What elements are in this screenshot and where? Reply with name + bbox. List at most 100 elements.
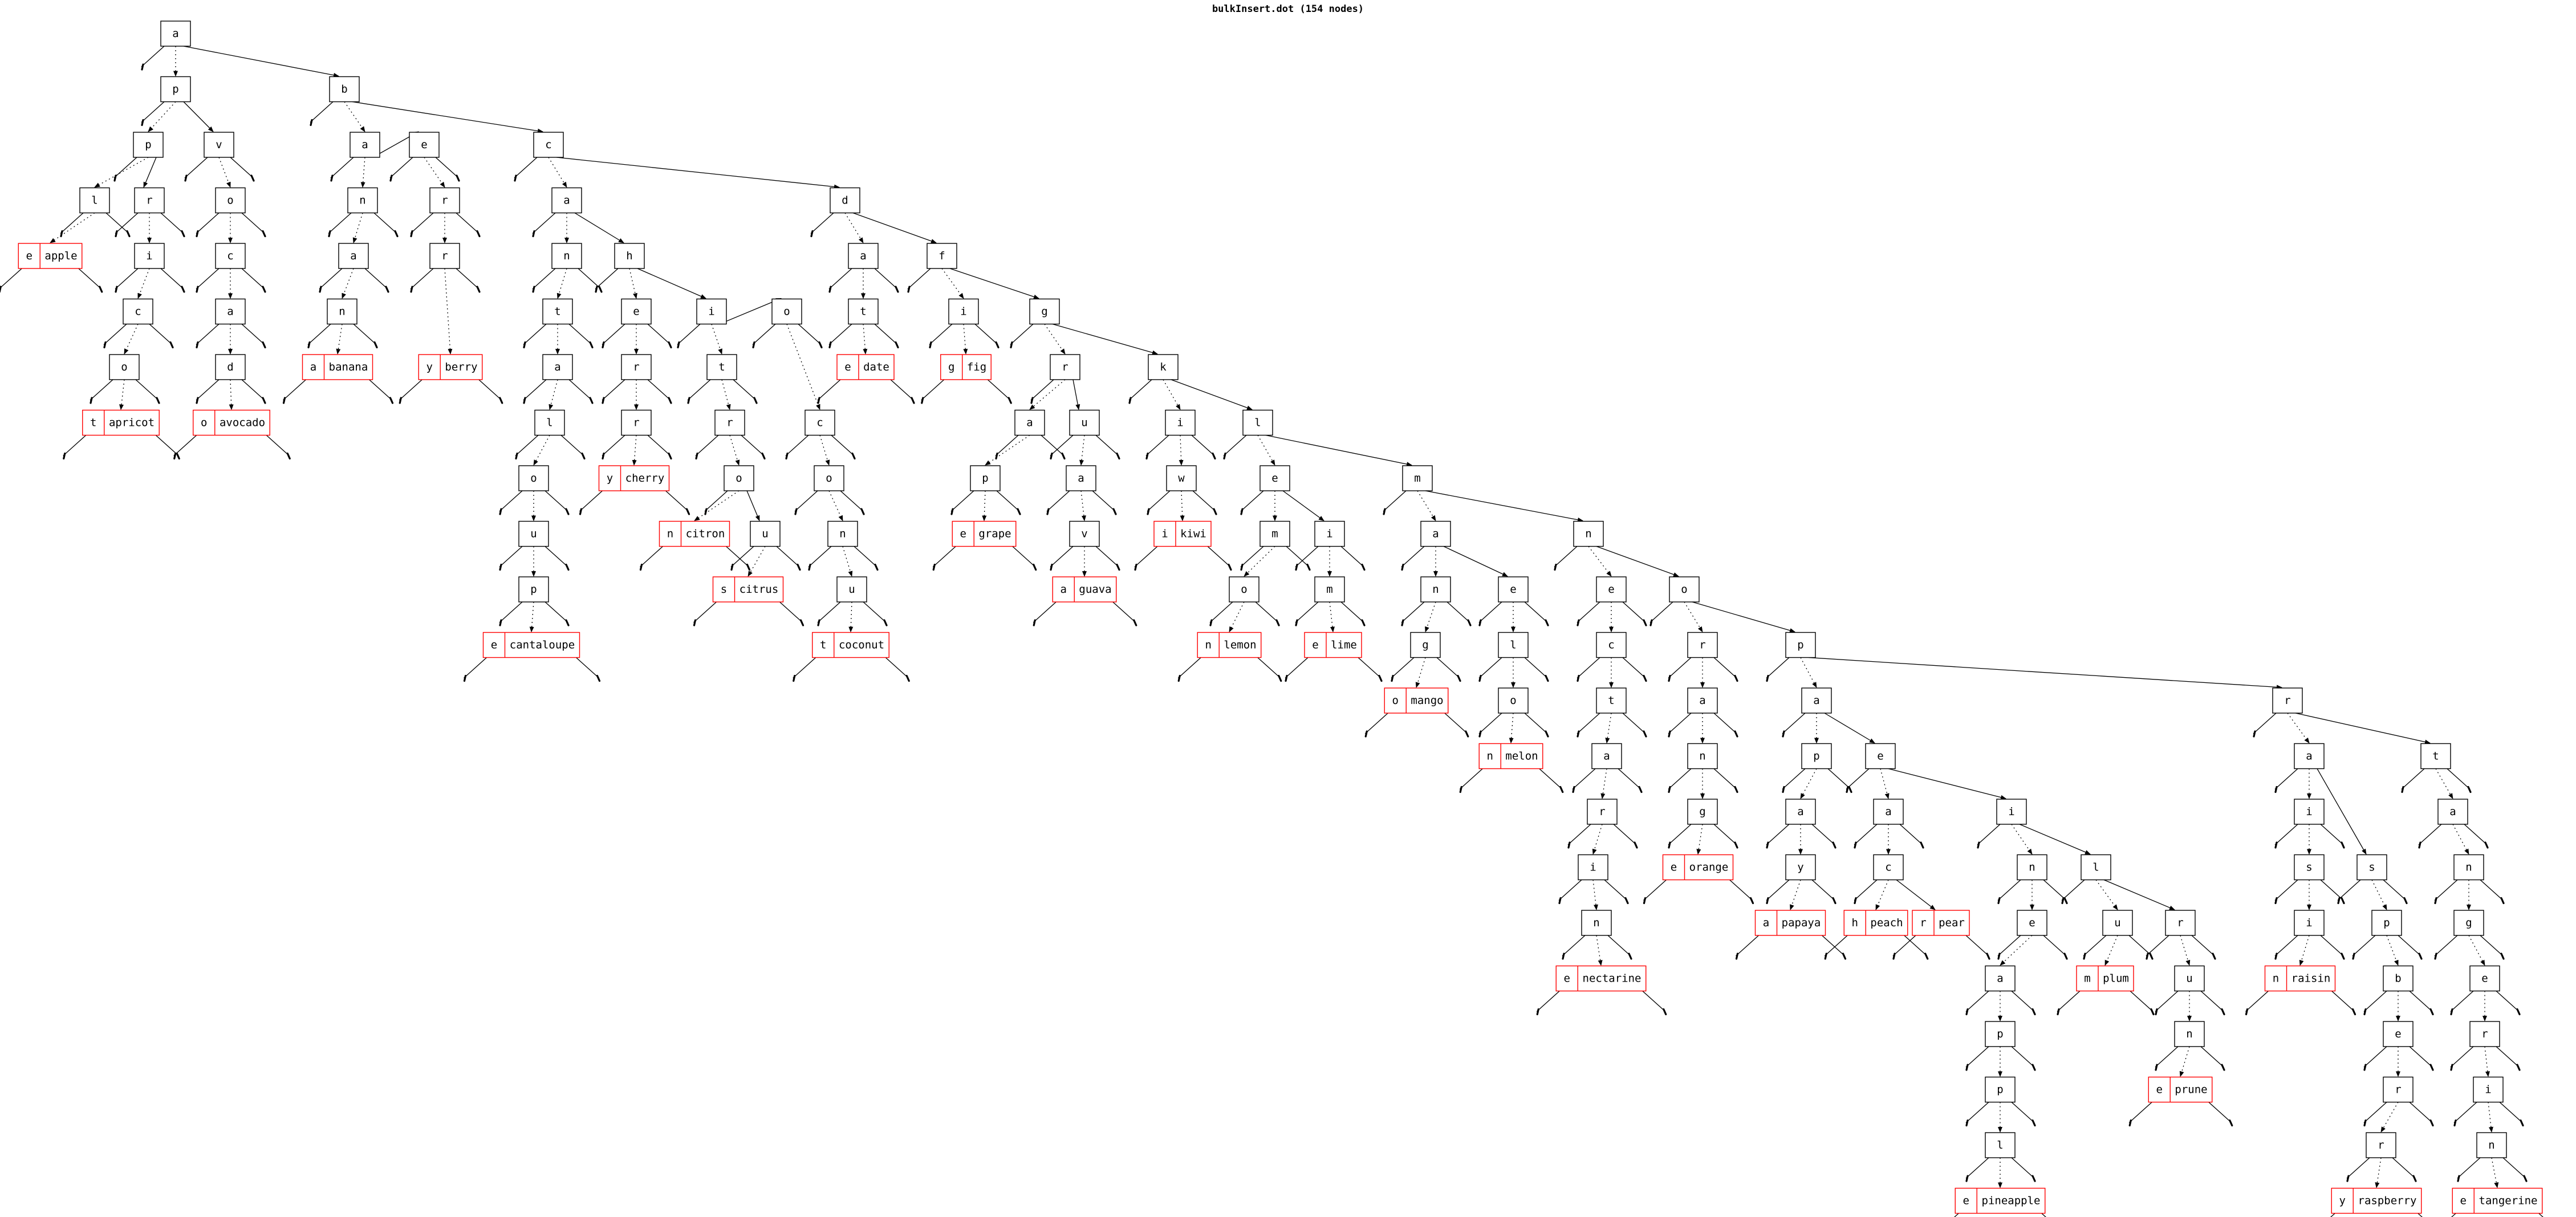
node-char: y xyxy=(1797,861,1803,874)
null-edge xyxy=(2346,1157,2370,1179)
node-char: a xyxy=(350,250,356,262)
null-marker xyxy=(532,230,535,238)
node-box xyxy=(1785,854,1816,881)
node-char: a xyxy=(1699,694,1705,707)
null-edge xyxy=(160,268,184,290)
null-edge xyxy=(2451,1213,2456,1217)
null-edge xyxy=(1562,935,1586,956)
middle-edge xyxy=(1080,490,1086,522)
null-marker xyxy=(911,397,915,404)
leaf-box xyxy=(82,409,160,436)
node-box xyxy=(542,298,573,325)
null-edge xyxy=(2464,824,2488,845)
middle-edge xyxy=(2011,824,2033,855)
node-box xyxy=(1581,910,1612,936)
null-edge xyxy=(741,435,765,456)
null-marker xyxy=(2351,1008,2356,1016)
node-box xyxy=(621,409,652,436)
null-edge xyxy=(1827,768,1851,789)
trie-node: p xyxy=(970,465,1001,491)
null-edge xyxy=(2450,991,2474,1012)
null-edge xyxy=(1954,1213,1959,1217)
node-box xyxy=(329,76,360,103)
null-marker xyxy=(1467,619,1472,626)
node-char: p xyxy=(1997,1084,2003,1096)
middle-edge xyxy=(694,490,740,522)
null-edge xyxy=(2538,1213,2544,1217)
node-char: a xyxy=(1603,750,1610,763)
leaf-box xyxy=(2452,1187,2543,1214)
null-marker xyxy=(2146,953,2149,960)
node-box xyxy=(970,465,1001,491)
middle-edge xyxy=(352,213,363,243)
null-marker xyxy=(499,619,502,626)
node-box xyxy=(160,21,191,47)
middle-edge xyxy=(963,324,968,355)
null-marker xyxy=(176,452,180,460)
middle-edge xyxy=(1800,768,1817,799)
node-box xyxy=(123,298,153,325)
null-edge xyxy=(1782,768,1806,789)
null-edge xyxy=(1668,657,1692,678)
null-edge xyxy=(1854,880,1878,901)
null-marker xyxy=(173,452,177,460)
node-box xyxy=(215,187,246,214)
null-marker xyxy=(1965,1064,1969,1071)
leaf-word: peach xyxy=(1870,917,1903,929)
null-marker xyxy=(514,174,517,182)
null-marker xyxy=(905,674,910,682)
null-marker xyxy=(2031,1008,2036,1016)
middle-edge xyxy=(1696,824,1703,855)
trie-node: r xyxy=(621,354,652,380)
trie-node: n xyxy=(827,520,858,547)
middle-edge xyxy=(1605,713,1612,744)
node-box xyxy=(2469,1021,2500,1047)
null-marker xyxy=(2031,1175,2036,1182)
node-box xyxy=(2437,799,2468,825)
trie-node: t xyxy=(848,298,879,325)
middle-edge xyxy=(1163,379,1181,410)
side-edge xyxy=(1692,601,1795,633)
null-marker xyxy=(330,174,334,182)
null-edge xyxy=(2409,991,2433,1012)
null-marker xyxy=(156,397,160,404)
node-box xyxy=(1242,409,1273,436)
middle-edge xyxy=(711,324,722,355)
null-marker xyxy=(463,674,467,682)
node-char: e xyxy=(2395,1028,2401,1040)
node-char: g xyxy=(2465,917,2472,929)
trie-node: n xyxy=(347,187,378,214)
null-marker xyxy=(1643,619,1647,626)
null-edge xyxy=(319,268,343,290)
null-marker xyxy=(2155,1064,2158,1071)
node-box xyxy=(1498,687,1529,714)
middle-edge xyxy=(2435,768,2453,799)
null-edge xyxy=(1811,824,1835,845)
null-marker xyxy=(2221,1064,2225,1071)
trie-node: i xyxy=(1996,799,2027,825)
middle-edge xyxy=(982,490,987,522)
leaf-word: melon xyxy=(1505,750,1538,763)
leaf-word: pear xyxy=(1939,917,1965,929)
node-char: t xyxy=(2432,750,2439,763)
null-edge xyxy=(2146,935,2169,956)
node-box xyxy=(109,354,140,380)
null-edge xyxy=(1607,935,1631,956)
null-edge xyxy=(1668,713,1692,734)
null-marker xyxy=(1997,897,2001,905)
null-edge xyxy=(1822,935,1845,956)
node-box xyxy=(2473,1076,2504,1103)
leaf-char: e xyxy=(844,361,851,373)
node-char: p xyxy=(530,583,537,596)
null-edge xyxy=(2496,991,2520,1012)
null-marker xyxy=(0,286,2,293)
null-marker xyxy=(1854,841,1857,849)
node-char: n xyxy=(1432,583,1439,596)
null-edge xyxy=(1892,935,1916,956)
node-box xyxy=(518,520,549,547)
node-char: p xyxy=(1997,1028,2003,1040)
middle-edge xyxy=(2468,935,2485,966)
side-edge xyxy=(746,490,760,522)
